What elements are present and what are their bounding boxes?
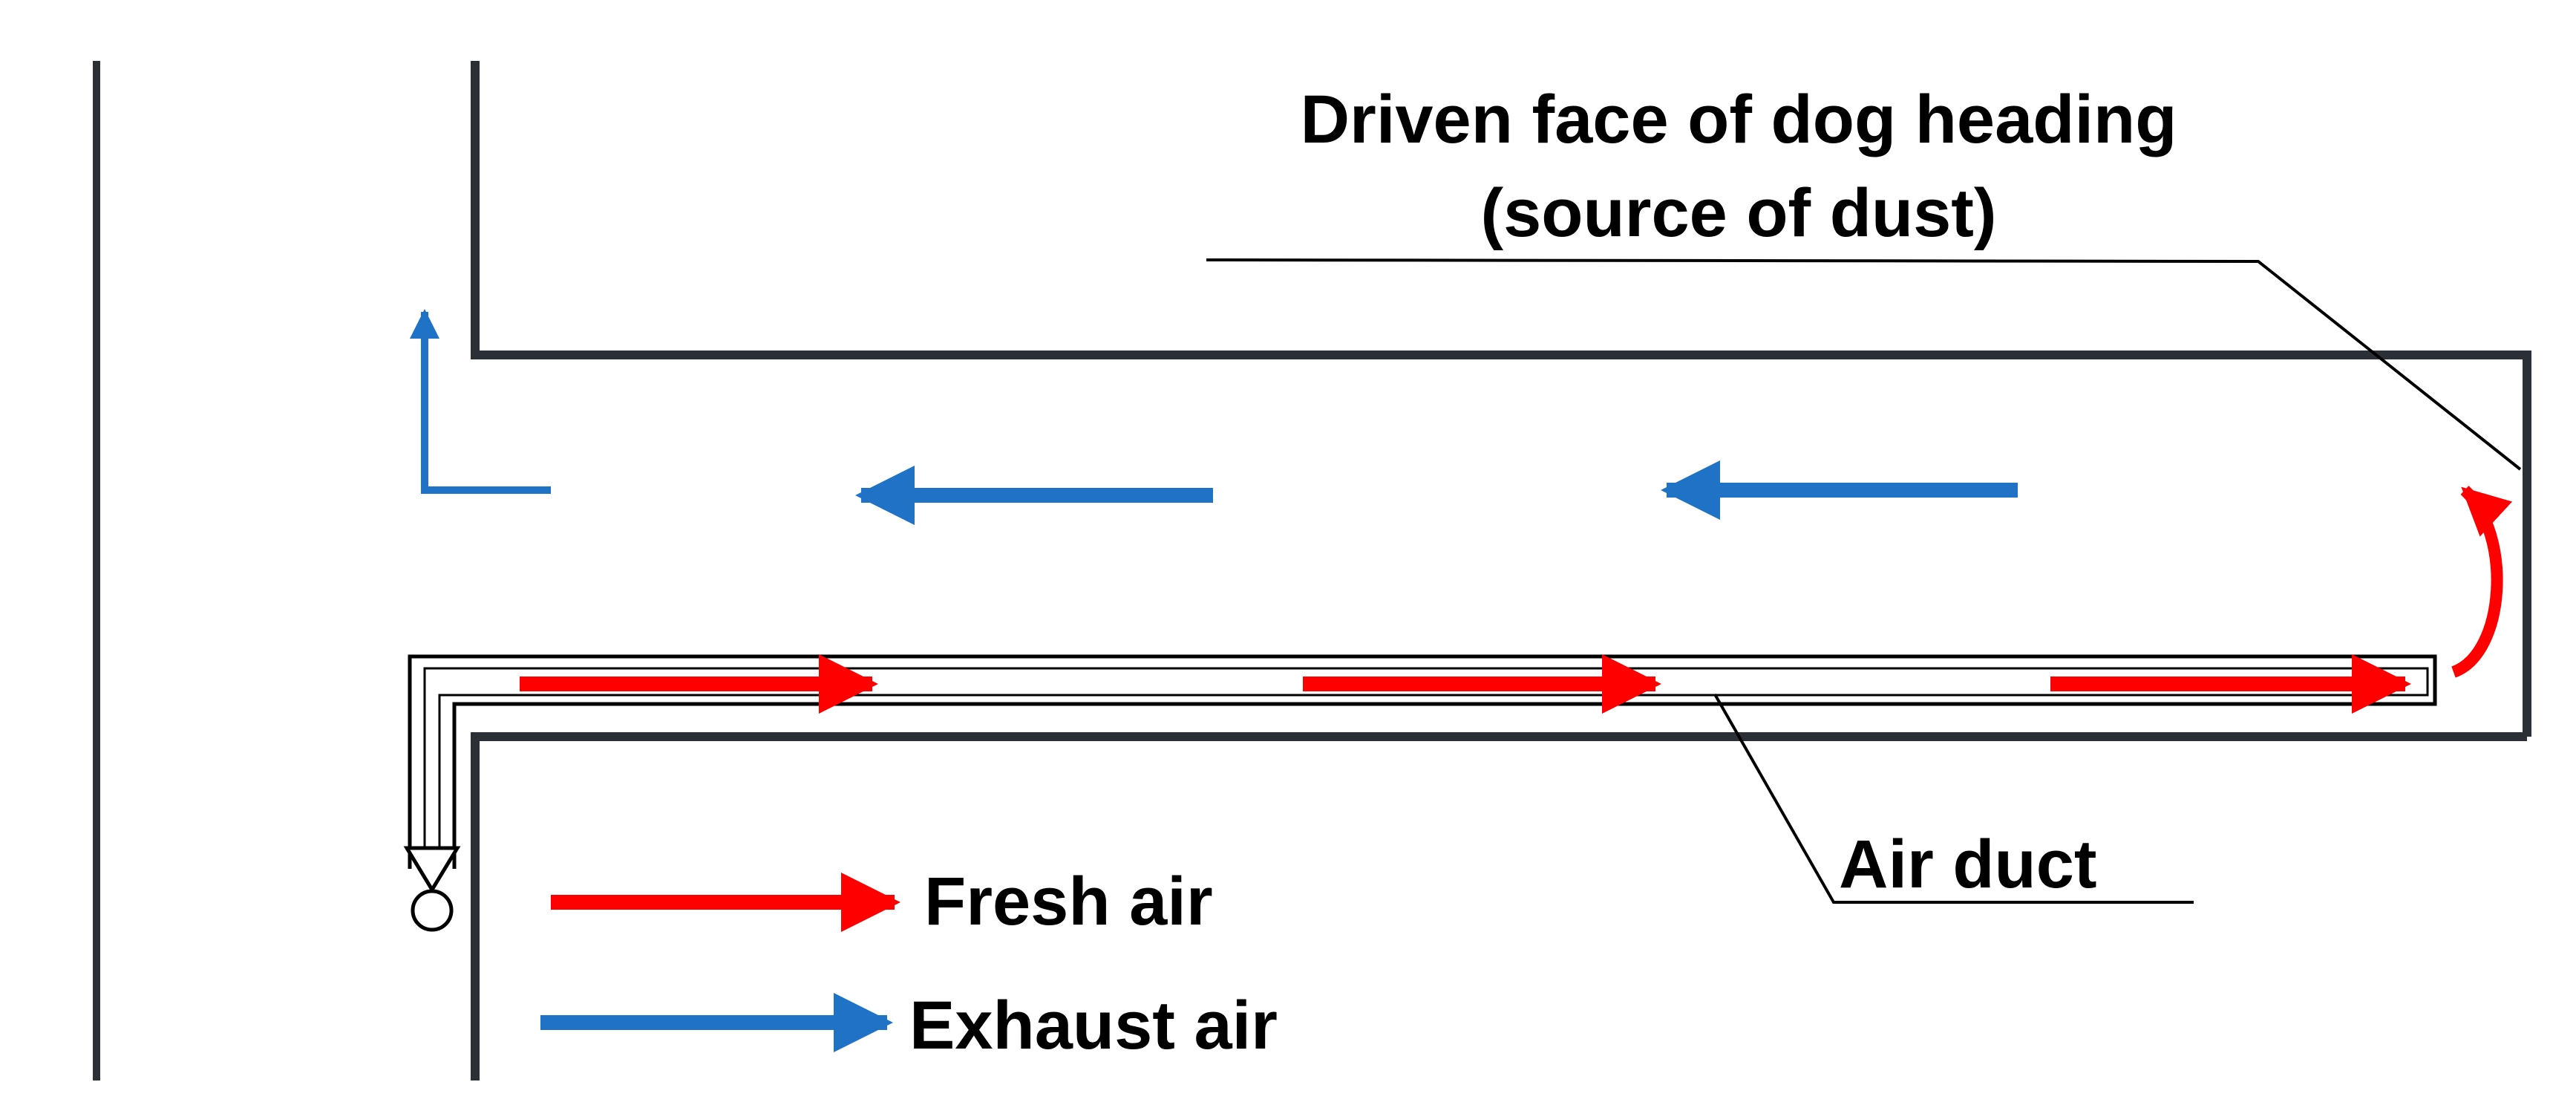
fresh-air-curve-arrow bbox=[2451, 486, 2513, 678]
heading-lower-wall bbox=[471, 732, 2527, 1080]
face-callout-line bbox=[1206, 258, 2522, 471]
legend-exhaust-label: Exhaust air bbox=[909, 988, 1278, 1063]
face-label-line2: (source of dust) bbox=[1480, 175, 1996, 251]
legend-fresh-label: Fresh air bbox=[924, 864, 1213, 939]
heading-upper-wall bbox=[471, 61, 2531, 737]
exhaust-air-turn-arrow bbox=[410, 309, 551, 494]
face-label-line1: Driven face of dog heading bbox=[1301, 82, 2177, 157]
fan-icon bbox=[403, 846, 461, 932]
air-duct-inner bbox=[423, 667, 2429, 854]
legend: Fresh air Exhaust air bbox=[540, 864, 1278, 1063]
duct-callout-line bbox=[1713, 694, 2194, 904]
air-duct-outer bbox=[408, 654, 2437, 869]
air-duct-label: Air duct bbox=[1839, 827, 2097, 902]
